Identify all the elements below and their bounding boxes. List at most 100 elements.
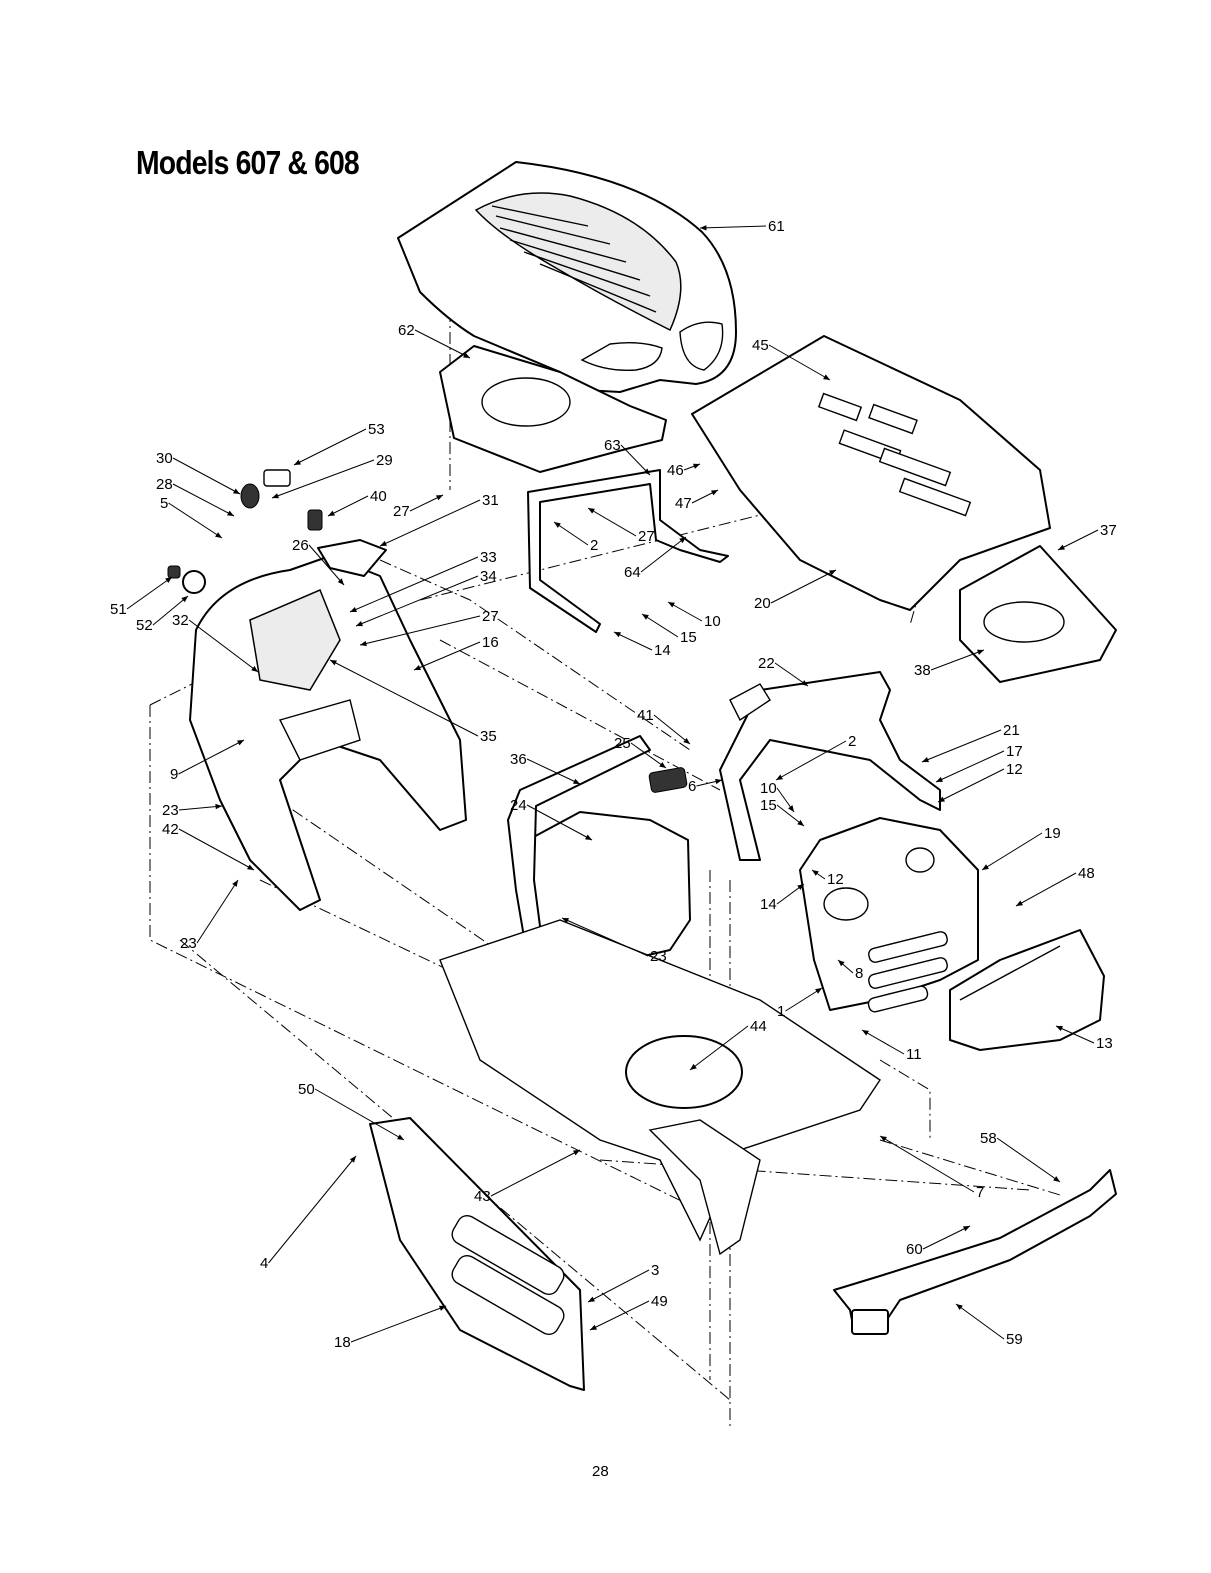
callout-leader-c37	[1058, 530, 1098, 550]
callout-label-c26: 26	[292, 537, 309, 554]
callout-label-c36: 36	[510, 751, 527, 768]
callout-leader-c59	[956, 1304, 1004, 1339]
callout-leader-c61	[700, 226, 766, 228]
callout-label-c5: 5	[160, 495, 168, 512]
callout-arrowhead-c46	[693, 464, 700, 469]
callout-leader-c5	[169, 503, 223, 538]
callout-leader-c12a	[938, 769, 1004, 802]
callout-label-c46: 46	[667, 462, 684, 479]
chassis-frame-part	[440, 920, 880, 1254]
callout-label-c59: 59	[1006, 1331, 1023, 1348]
callout-label-c32: 32	[172, 612, 189, 629]
callout-leader-c58	[997, 1138, 1060, 1182]
callout-leader-c17	[936, 751, 1004, 782]
callout-label-c25: 25	[614, 735, 631, 752]
callout-arrowhead-c6	[715, 779, 722, 784]
callout-leader-c49	[590, 1301, 649, 1330]
callout-label-c16: 16	[482, 634, 499, 651]
callout-arrowhead-c1	[815, 988, 822, 994]
callout-label-c18: 18	[334, 1334, 351, 1351]
callout-label-c14a: 14	[654, 642, 671, 659]
callout-label-c7: 7	[976, 1184, 984, 1201]
grille-housing-part	[800, 818, 978, 1013]
callout-arrowhead-c10b	[788, 805, 794, 812]
callout-label-c53: 53	[368, 421, 385, 438]
callout-leader-c28	[173, 484, 234, 516]
callout-label-c2a: 2	[590, 537, 598, 554]
callout-label-c20: 20	[754, 595, 771, 612]
callout-label-c30: 30	[156, 450, 173, 467]
hood-bracket-part	[528, 470, 728, 632]
callout-label-c62: 62	[398, 322, 415, 339]
callout-arrowhead-c2a	[554, 522, 561, 528]
callout-label-c6: 6	[688, 778, 696, 795]
callout-label-c48: 48	[1078, 865, 1095, 882]
callout-label-c4: 4	[260, 1255, 268, 1272]
callout-leader-c38	[931, 650, 984, 670]
page-number: 28	[592, 1463, 609, 1480]
callout-leader-c16	[414, 642, 480, 670]
callout-label-c47: 47	[675, 495, 692, 512]
callout-leader-c23b	[197, 880, 238, 943]
callout-leader-c48	[1016, 873, 1076, 906]
callout-label-c33: 33	[480, 549, 497, 566]
bumper-tube-part	[834, 1170, 1116, 1334]
callout-label-c43: 43	[474, 1188, 491, 1205]
light-switch-part	[168, 566, 205, 593]
callout-leader-c53	[294, 429, 366, 465]
front-panel-part	[370, 1118, 584, 1390]
callout-leader-c43	[491, 1150, 580, 1196]
callout-label-c58: 58	[980, 1130, 997, 1147]
callout-label-c28: 28	[156, 476, 173, 493]
callout-label-c50: 50	[298, 1081, 315, 1098]
dash-panel-part	[190, 556, 466, 910]
callout-label-c63: 63	[604, 437, 621, 454]
callout-label-c44: 44	[750, 1018, 767, 1035]
callout-leader-c1	[786, 988, 823, 1011]
callout-label-c29: 29	[376, 452, 393, 469]
ignition-switch-part	[241, 470, 322, 530]
callout-leader-c11	[862, 1030, 904, 1054]
battery-tray-part	[960, 546, 1116, 682]
callout-label-c10b: 10	[760, 780, 777, 797]
callout-leader-c18	[351, 1306, 446, 1342]
callout-label-c15b: 15	[760, 797, 777, 814]
callout-leader-c50	[315, 1089, 404, 1140]
callout-label-c2b: 2	[848, 733, 856, 750]
callout-label-c45: 45	[752, 337, 769, 354]
callout-label-c12b: 12	[827, 871, 844, 888]
callout-label-c1: 1	[777, 1003, 785, 1020]
callout-label-c49: 49	[651, 1293, 668, 1310]
callout-label-c51: 51	[110, 601, 127, 618]
callout-leader-c40	[328, 496, 368, 516]
callout-label-c52: 52	[136, 617, 153, 634]
callout-leader-c4	[269, 1156, 357, 1263]
callout-label-c21: 21	[1003, 722, 1020, 739]
callout-arrowhead-c51	[165, 577, 172, 583]
callout-arrowhead-c23a	[215, 804, 222, 809]
callout-label-c27a: 27	[393, 503, 410, 520]
callout-leader-c3	[588, 1270, 649, 1302]
callout-label-c8: 8	[855, 965, 863, 982]
callout-label-c64: 64	[624, 564, 641, 581]
callout-label-c23c: 23	[650, 948, 667, 965]
callout-arrowhead-c27b	[588, 508, 595, 514]
callout-label-c37: 37	[1100, 522, 1117, 539]
callout-leader-c19	[982, 833, 1042, 870]
callout-label-c35: 35	[480, 728, 497, 745]
callout-label-c27b: 27	[638, 528, 655, 545]
callout-leader-c27b	[588, 508, 636, 536]
callout-leader-c21	[922, 730, 1001, 762]
callout-label-c9: 9	[170, 766, 178, 783]
callout-arrowhead-c5	[215, 532, 222, 538]
callout-leader-c60	[923, 1226, 970, 1249]
callout-arrowhead-c15a	[642, 614, 649, 620]
callout-arrowhead-c11	[862, 1030, 869, 1036]
callout-leader-c23a	[179, 806, 222, 810]
callout-label-c11: 11	[906, 1046, 922, 1063]
callout-label-c13: 13	[1096, 1035, 1113, 1052]
hood-part	[398, 162, 736, 392]
callout-label-c27c: 27	[482, 608, 499, 625]
callout-label-c12a: 12	[1006, 761, 1023, 778]
callout-label-c41: 41	[637, 707, 654, 724]
